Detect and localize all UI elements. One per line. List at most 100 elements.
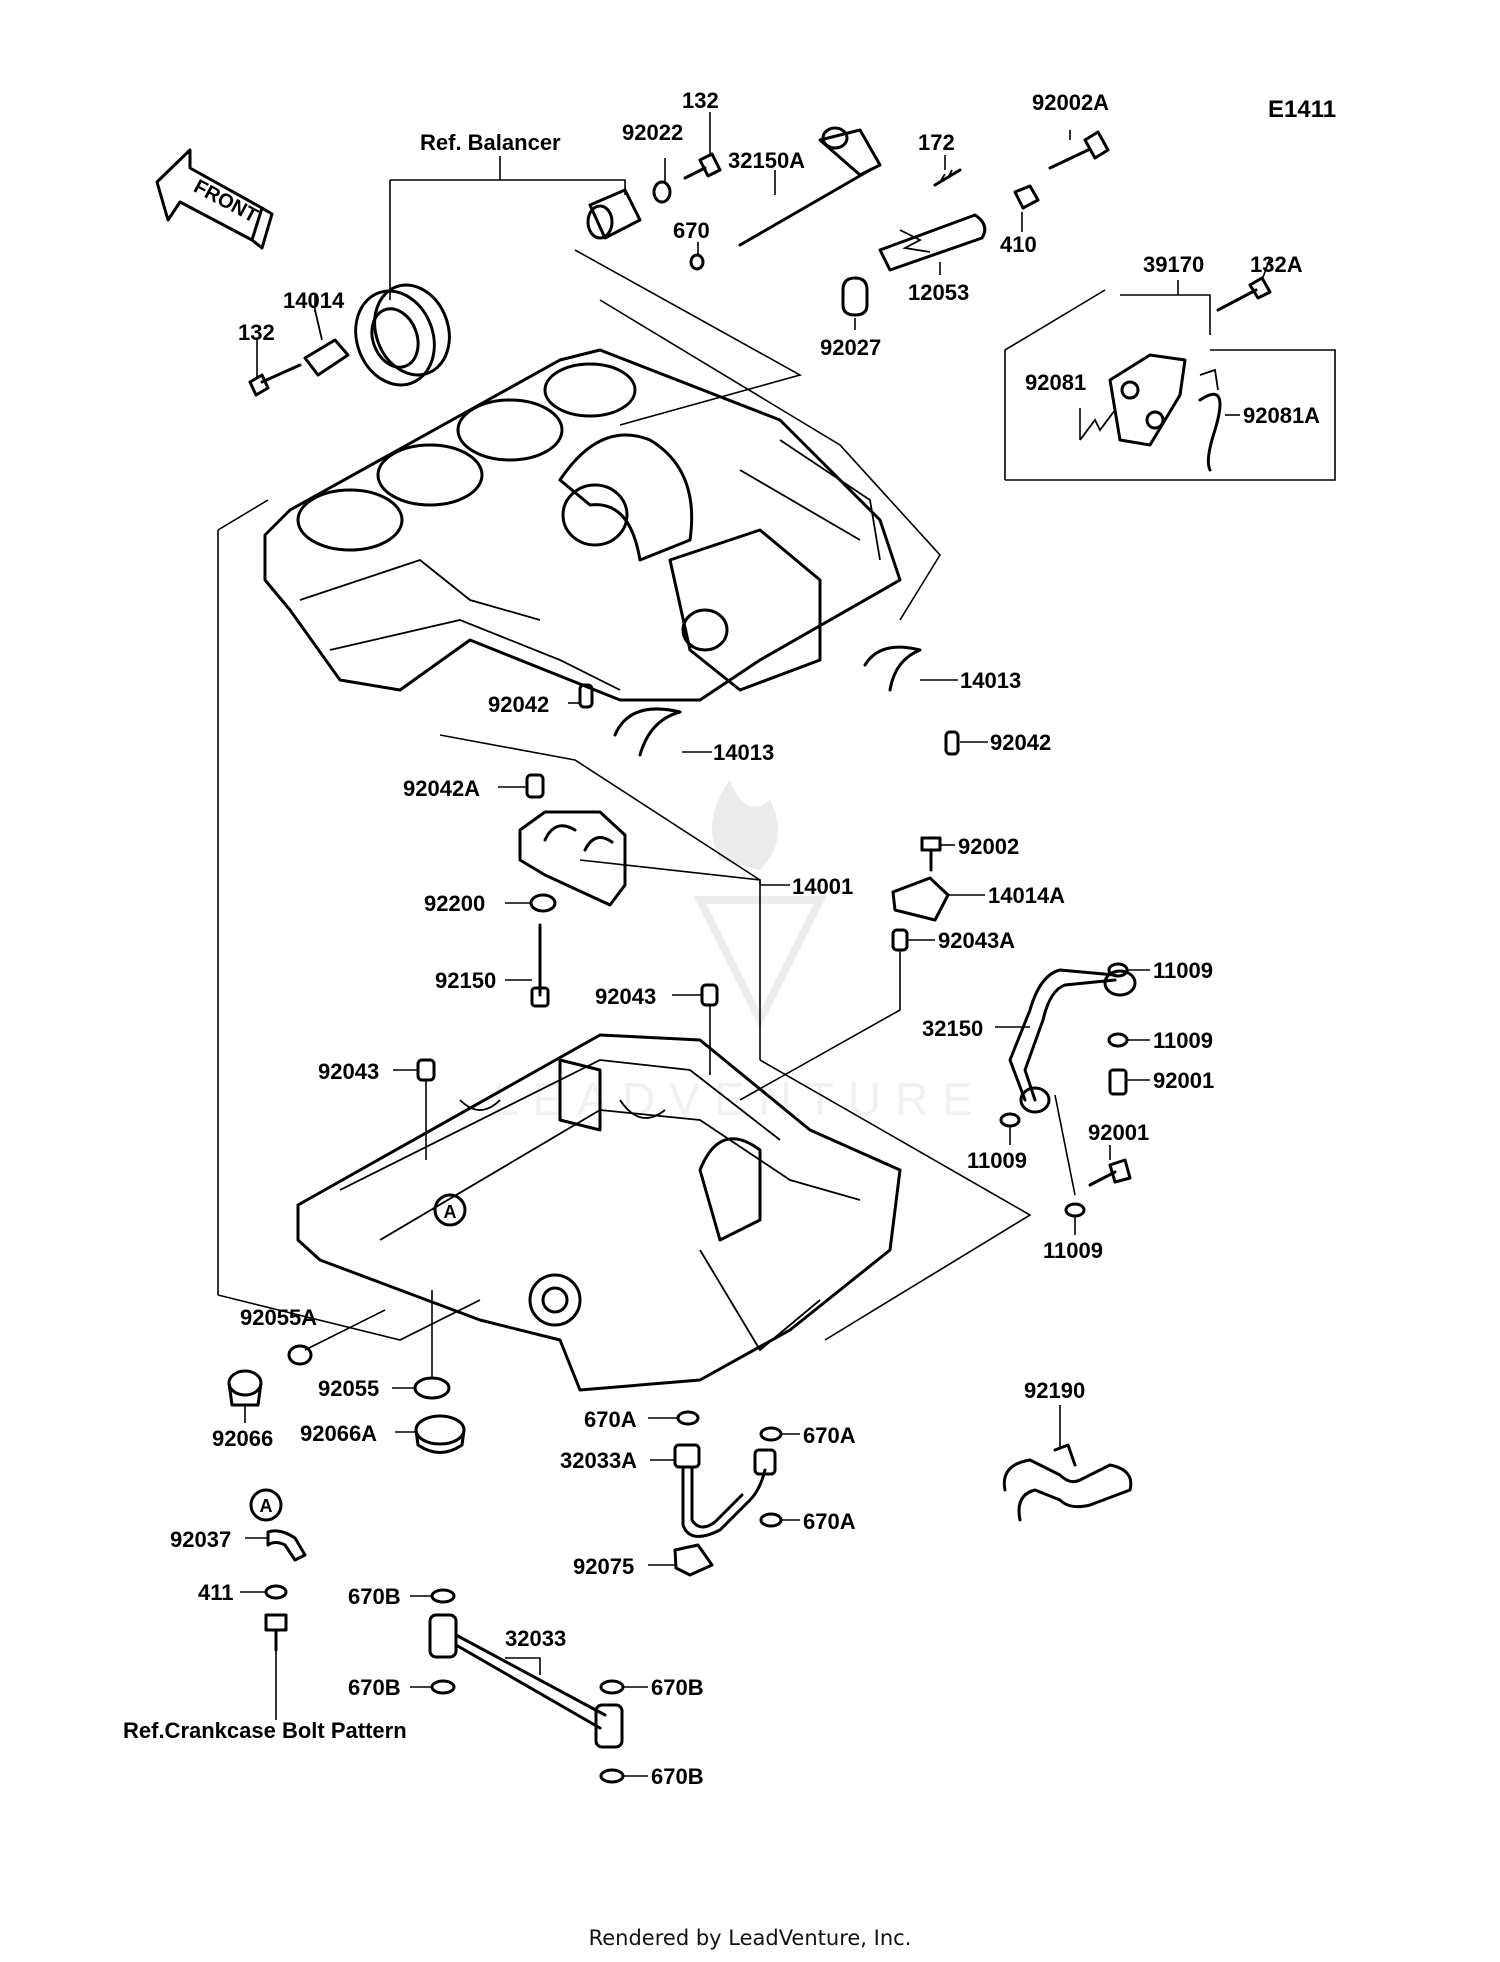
label-172: 172 [918, 130, 955, 155]
label-670A-b: 670A [803, 1423, 856, 1448]
washer-411-icon [264, 1584, 288, 1600]
label-411: 411 [198, 1580, 234, 1605]
oring-92055A-icon [287, 1344, 313, 1366]
ref-balancer-bracket [390, 179, 626, 195]
label-410: 410 [1000, 232, 1037, 257]
label-92055A: 92055A [240, 1305, 317, 1330]
bolt-132A-icon [1216, 276, 1272, 312]
label-92200: 92200 [424, 891, 485, 916]
label-92043A: 92043A [938, 928, 1015, 953]
label-92066: 92066 [212, 1426, 273, 1451]
bolt-ref-icon [264, 1613, 288, 1720]
damper-92075-icon [673, 1543, 714, 1577]
bearing-cap-14001-icon [518, 810, 627, 907]
oring-670-top-icon [689, 253, 705, 271]
balancer-bushing-icon [586, 188, 642, 240]
label-670B-b: 670B [348, 1675, 401, 1700]
front-arrow-icon: FRONT [155, 148, 274, 250]
stud-172-icon [933, 168, 962, 187]
balancer-seal-icon [354, 283, 451, 387]
label-92042-left: 92042 [488, 692, 549, 717]
watermark-text: LEADVENTURE [493, 1073, 987, 1125]
label-92042A: 92042A [403, 776, 480, 801]
label-11009-a: 11009 [1153, 958, 1213, 983]
oil-pipe-32150-icon [1008, 968, 1137, 1114]
circle-marker-a-clamp: A [260, 1496, 273, 1516]
bolt-132-top-icon [683, 112, 722, 180]
oring-670A-a-icon [676, 1410, 700, 1426]
pin-92042-right-icon [944, 730, 960, 756]
washer-11009-c-icon [999, 1112, 1021, 1128]
bolt-92001-a-icon [1108, 1068, 1128, 1096]
label-14001: 14001 [792, 874, 853, 899]
label-92022: 92022 [622, 120, 683, 145]
circle-marker-a-case-icon: A [433, 1193, 467, 1227]
label-14013-right: 14013 [960, 668, 1021, 693]
stud-92150-icon [530, 923, 550, 1008]
bolt-92001-b-icon [1088, 1158, 1132, 1187]
label-39170: 39170 [1143, 252, 1204, 277]
circle-marker-a-clamp-icon: A [249, 1488, 283, 1522]
bearing-shell-14013-right-icon [863, 645, 922, 692]
label-132-left: 132 [238, 320, 275, 345]
label-670B-d: 670B [651, 1764, 704, 1789]
label-670-top: 670 [673, 218, 710, 243]
label-92081A: 92081A [1243, 403, 1320, 428]
oring-670A-c-icon [759, 1512, 783, 1528]
label-14014: 14014 [283, 288, 345, 313]
plate-14014A-icon [891, 876, 950, 922]
bearing-shell-14013-mid-icon [613, 707, 682, 757]
bolt-132-left-icon [248, 363, 302, 397]
label-670A-c: 670A [803, 1509, 856, 1534]
shaft-32150A-icon [738, 126, 882, 247]
dowel-92043-mid-icon [700, 983, 719, 1007]
washer-92200-icon [529, 893, 557, 913]
washer-11009-b-icon [1107, 1032, 1129, 1048]
pin-92042-left-icon [578, 683, 594, 709]
oring-670B-c-icon [599, 1679, 625, 1695]
label-92037: 92037 [170, 1527, 231, 1552]
oring-670B-a-icon [430, 1588, 456, 1604]
part-labels: 92002A 132 92022 32150A 172 670 410 1205… [170, 88, 1320, 1789]
circle-marker-a-case: A [444, 1202, 457, 1222]
label-14014A: 14014A [988, 883, 1065, 908]
label-92075: 92075 [573, 1554, 634, 1579]
plug-92066-icon [227, 1369, 263, 1407]
oring-670A-b-icon [759, 1426, 783, 1442]
label-670B-a: 670B [348, 1584, 401, 1609]
diagram-code: E1411 [1268, 96, 1336, 123]
label-12053: 12053 [908, 280, 969, 305]
oring-670B-b-icon [430, 1679, 456, 1695]
hose-92190-icon [1002, 1405, 1133, 1522]
label-132A: 132A [1250, 252, 1303, 277]
front-label: FRONT [190, 176, 261, 228]
pipe-32033A-icon [673, 1443, 777, 1538]
label-92042-right: 92042 [990, 730, 1051, 755]
pin-92042A-icon [525, 773, 545, 799]
lower-crankcase [296, 1033, 902, 1392]
footer-credit: Rendered by LeadVenture, Inc. [589, 1926, 912, 1950]
label-92001-b: 92001 [1088, 1120, 1149, 1145]
label-92043-mid: 92043 [595, 984, 656, 1009]
plug-92066A-icon [414, 1414, 466, 1454]
label-92002: 92002 [958, 834, 1019, 859]
bolt-92002A-icon [1048, 130, 1110, 170]
leader-lines [240, 130, 1271, 1777]
label-32033: 32033 [505, 1626, 566, 1651]
oring-670B-d-icon [599, 1768, 625, 1784]
guide-12053-icon [878, 213, 987, 272]
label-32150A: 32150A [728, 148, 805, 173]
clamp-92037-icon [266, 1529, 307, 1562]
oring-92055-icon [413, 1376, 451, 1400]
label-32150: 32150 [922, 1016, 983, 1041]
label-92001-a: 92001 [1153, 1068, 1214, 1093]
label-14013-mid: 14013 [713, 740, 774, 765]
label-32033A: 32033A [560, 1448, 637, 1473]
label-92002A: 92002A [1032, 90, 1109, 115]
label-92190: 92190 [1024, 1378, 1085, 1403]
washer-11009-d-icon [1064, 1202, 1086, 1218]
label-11009-c: 11009 [967, 1148, 1027, 1173]
label-11009-d: 11009 [1043, 1238, 1103, 1263]
nut-410-icon [1013, 184, 1040, 210]
